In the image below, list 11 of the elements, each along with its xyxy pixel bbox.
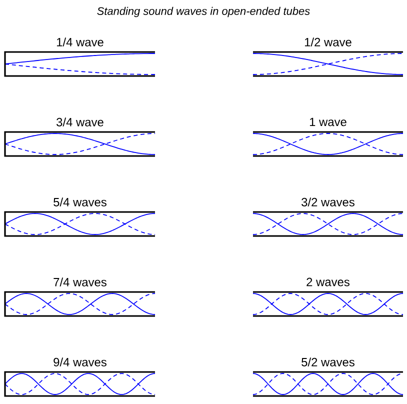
- title: Standing sound waves in open-ended tubes: [97, 6, 310, 18]
- tube-label: 1/4 wave: [56, 38, 104, 46]
- tube-label: 9/4 waves: [54, 358, 106, 366]
- tube-label: 1/2 wave: [304, 38, 352, 46]
- tube-label: 1 wave: [310, 118, 346, 126]
- tube-label: 3/4 wave: [56, 118, 104, 126]
- tube-label: 3/2 waves: [302, 198, 354, 206]
- tube-label: 7/4 waves: [54, 278, 106, 286]
- tube-label: 2 waves: [306, 278, 350, 286]
- tube-label: 5/4 waves: [54, 198, 106, 206]
- tube-label: 5/2 waves: [302, 358, 354, 366]
